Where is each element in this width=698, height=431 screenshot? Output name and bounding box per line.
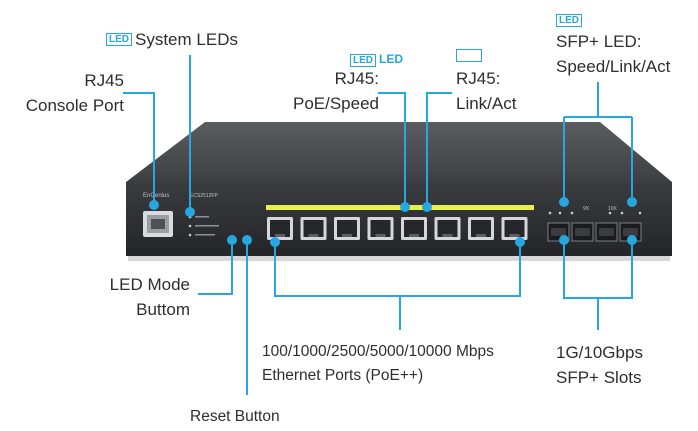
callout-dot xyxy=(559,235,569,245)
ethernet-port xyxy=(267,217,293,240)
callout-dot xyxy=(515,237,525,247)
callout-line xyxy=(563,242,633,330)
callout-dots xyxy=(149,197,637,247)
callout-line xyxy=(563,82,633,200)
ethernet-port xyxy=(468,217,494,240)
ethernet-port xyxy=(300,217,327,240)
led-badge-icon: LED xyxy=(350,54,376,67)
callout-dot xyxy=(400,202,410,212)
callout-line xyxy=(426,92,452,205)
reset-button-label: Reset Button xyxy=(190,408,280,425)
port-led-strip xyxy=(266,205,534,210)
sfp-port-label-10x: 10X xyxy=(608,206,618,212)
callout-line xyxy=(378,92,406,205)
callout-dot xyxy=(559,197,569,207)
led-badge-empty-icon xyxy=(456,49,482,62)
callout-dot xyxy=(627,197,637,207)
led-badge-icon: LED xyxy=(556,14,582,27)
link-act-label: RJ45: Link/Act xyxy=(456,69,517,113)
ethernet-port xyxy=(401,217,427,240)
callout-dot xyxy=(149,200,159,210)
callout-line xyxy=(123,92,155,205)
callout-dot xyxy=(227,235,237,245)
sfp-slot xyxy=(571,222,594,242)
ethernet-port xyxy=(501,217,528,240)
callout-lines xyxy=(123,55,633,395)
callout-line xyxy=(198,243,233,295)
sfp-slots-label: 1G/10Gbps SFP+ Slots xyxy=(556,343,643,387)
link-act-led-badge xyxy=(456,47,485,72)
ethernet-ports-label: 100/1000/2500/5000/10000 Mbps Ethernet P… xyxy=(262,343,494,384)
console-port-label: RJ45 Console Port xyxy=(25,71,124,115)
callout-dot xyxy=(627,235,637,245)
ethernet-port xyxy=(334,217,360,240)
poe-speed-label: RJ45: PoE/Speed xyxy=(292,69,379,113)
sfp-led-label: SFP+ LED: Speed/Link/Act xyxy=(556,32,671,76)
sfp-slot xyxy=(595,222,618,242)
ethernet-ports xyxy=(267,217,528,240)
sfp-led-markers xyxy=(548,211,642,215)
device-brand: EnGenius xyxy=(143,193,169,199)
callout-dot xyxy=(270,237,280,247)
ethernet-port xyxy=(434,217,461,240)
callout-dot xyxy=(422,202,432,212)
led-mode-label: LED Mode Buttom xyxy=(109,275,190,319)
sfp-led-badge: LED xyxy=(556,8,585,33)
callout-dot xyxy=(242,235,252,245)
led-badge-icon: LED xyxy=(106,33,132,46)
callout-line xyxy=(274,240,521,330)
chassis-shadow xyxy=(128,256,670,261)
ethernet-port xyxy=(367,217,394,240)
callout-dot xyxy=(185,207,195,217)
chassis-front xyxy=(126,182,672,256)
console-port xyxy=(143,211,173,237)
device-model: ECS2512FP xyxy=(190,193,218,199)
chassis-top xyxy=(126,122,672,182)
sfp-port-label-9x: 9X xyxy=(583,206,590,212)
